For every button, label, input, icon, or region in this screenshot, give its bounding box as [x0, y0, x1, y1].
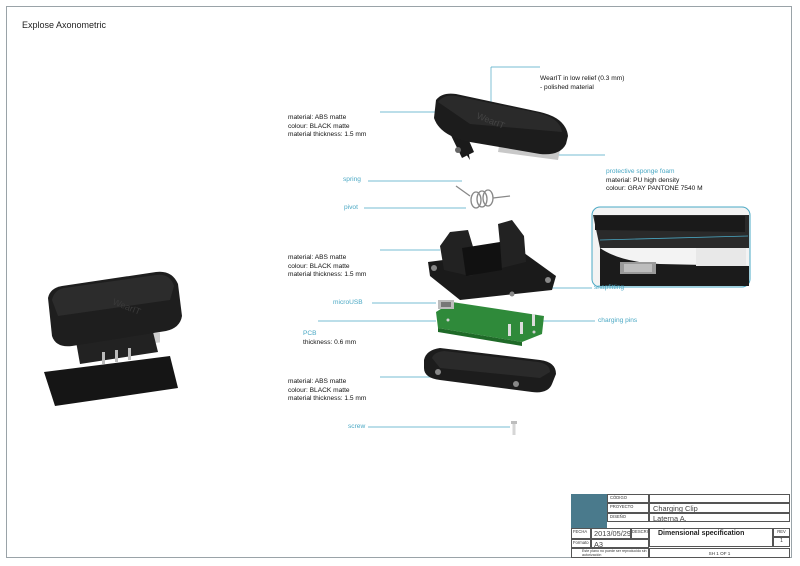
title-block-logo-swatch [571, 494, 607, 528]
date-value: 2013/05/29 [591, 528, 631, 539]
title-block: CÓDIGO PROYECTO Charging Clip DISEÑO Lat… [571, 494, 790, 558]
spring [455, 185, 511, 209]
rev-value: 1 [773, 537, 790, 547]
design-value: Laterna A. [649, 513, 790, 522]
charging-pins-label: charging pins [598, 317, 638, 324]
sheet-title: Explose Axonometric [22, 20, 107, 30]
format-value: A3 [591, 539, 649, 548]
code-label: CÓDIGO [607, 494, 649, 503]
format-label: Formato [571, 539, 591, 548]
desc-label: DESCRIPCIÓN [631, 528, 649, 539]
assembled-clip: WearIT [44, 271, 182, 406]
top-case: WearIT [434, 93, 568, 160]
design-label: DISEÑO [607, 513, 649, 522]
date-label: FECHA [571, 528, 591, 539]
middle-case [428, 220, 556, 300]
snapfitting-label: snapfitting [594, 284, 625, 291]
rev-label: REV [773, 528, 790, 537]
microusb-label: microUSB [333, 299, 363, 306]
code-value [649, 494, 790, 503]
relief-note: WearIT in low relief (0.3 mm)- polished … [540, 75, 625, 91]
pcb-board [436, 300, 544, 346]
reproduction-note: Este plano no puede ser reproducido sin … [571, 548, 649, 558]
project-value: Charging Clip [649, 503, 790, 513]
pivot-label: pivot [344, 204, 358, 211]
screw [511, 421, 517, 435]
screw-label: screw [348, 423, 366, 430]
project-label: PROYECTO [607, 503, 649, 513]
desc-value: Dimensional specification [649, 528, 773, 547]
leader-lines [318, 66, 605, 428]
spring-label: spring [343, 176, 361, 183]
snapfitting-detail [591, 206, 751, 288]
bottom-case [424, 348, 556, 393]
drawing-frame [6, 6, 792, 558]
sheet-value: SH 1 OF 1 [649, 548, 790, 558]
